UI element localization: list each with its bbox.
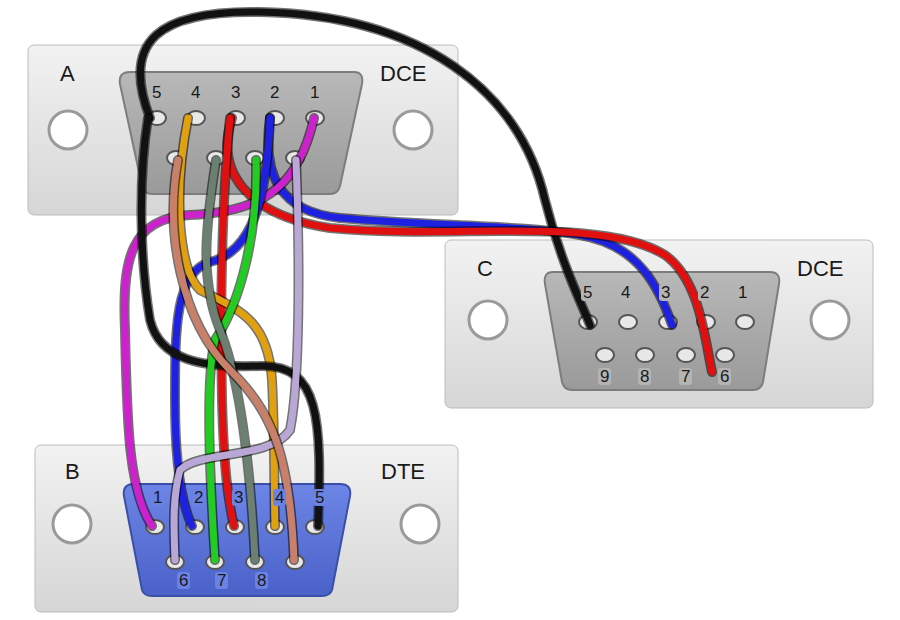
pin-number: 7 bbox=[679, 368, 692, 385]
plate bbox=[445, 240, 873, 408]
pin-number: 1 bbox=[308, 84, 321, 101]
connector-plate: B DTE bbox=[35, 445, 458, 612]
pin-number: 4 bbox=[619, 284, 632, 301]
wire bbox=[174, 160, 294, 560]
pin-socket bbox=[636, 348, 654, 362]
connector-role: DTE bbox=[381, 461, 425, 483]
pin-number: 6 bbox=[718, 368, 731, 385]
pin-socket bbox=[596, 348, 614, 362]
pin-number: 3 bbox=[229, 84, 242, 101]
wire bbox=[206, 160, 255, 560]
connector-plate: A DCE bbox=[28, 45, 458, 215]
pin-number: 1 bbox=[151, 489, 164, 506]
connector-name: C bbox=[477, 258, 493, 280]
wire bbox=[268, 118, 672, 325]
pin-number: 3 bbox=[659, 284, 672, 301]
pin-socket bbox=[736, 315, 754, 329]
pin-number: 8 bbox=[638, 368, 651, 385]
wire-outline bbox=[174, 160, 298, 560]
connector-role: DCE bbox=[380, 63, 426, 85]
mount-hole bbox=[811, 301, 849, 339]
pin-number: 5 bbox=[313, 489, 326, 506]
pin-number: 5 bbox=[150, 84, 163, 101]
pin-number: 3 bbox=[232, 489, 245, 506]
d-shell bbox=[120, 72, 363, 194]
pin-number: 2 bbox=[698, 284, 711, 301]
pin-number: 9 bbox=[598, 368, 611, 385]
mount-hole bbox=[401, 505, 439, 543]
connector-plate: C DCE bbox=[445, 240, 873, 408]
pin-socket bbox=[619, 315, 637, 329]
pin-number: 4 bbox=[189, 84, 202, 101]
pin-number: 8 bbox=[255, 572, 268, 589]
connector-name: A bbox=[60, 63, 75, 85]
mount-hole bbox=[53, 505, 91, 543]
pin-number: 7 bbox=[215, 572, 228, 589]
wire-outline bbox=[206, 160, 255, 560]
connector-name: B bbox=[65, 461, 80, 483]
wire-outline bbox=[174, 160, 294, 560]
pin-number: 2 bbox=[192, 489, 205, 506]
pin-number: 2 bbox=[268, 84, 281, 101]
mount-hole bbox=[49, 111, 87, 149]
d-shell bbox=[124, 484, 351, 596]
wire-outline bbox=[268, 118, 672, 325]
pin-socket bbox=[716, 348, 734, 362]
connector-role: DCE bbox=[797, 258, 843, 280]
pin-number: 5 bbox=[581, 284, 594, 301]
mount-hole bbox=[469, 301, 507, 339]
wire bbox=[174, 160, 298, 560]
pin-number: 4 bbox=[273, 489, 286, 506]
pin-number: 6 bbox=[177, 572, 190, 589]
pin-number: 1 bbox=[736, 284, 749, 301]
pin-socket bbox=[677, 348, 695, 362]
mount-hole bbox=[394, 111, 432, 149]
